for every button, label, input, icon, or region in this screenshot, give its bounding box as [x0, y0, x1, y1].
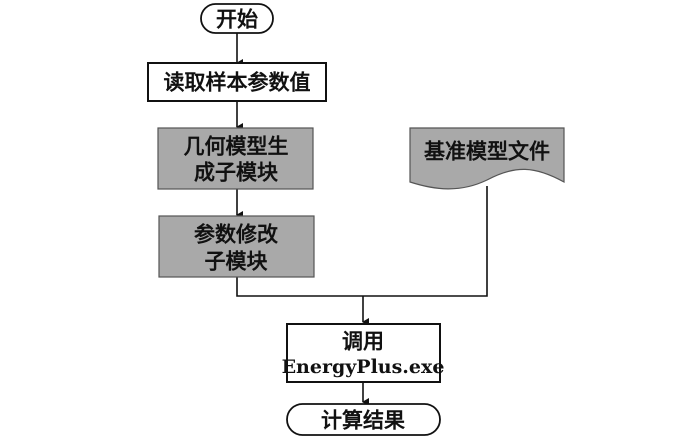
node-read-label: 读取样本参数值 [164, 70, 311, 95]
node-geom-line2: 成子模块 [194, 160, 279, 185]
node-read: 读取样本参数值 [147, 62, 327, 102]
node-geom-line1: 几何模型生 [184, 134, 289, 159]
node-call-line1: 调用 [342, 329, 384, 354]
node-result-label: 计算结果 [321, 408, 405, 433]
node-start-label: 开始 [216, 7, 258, 32]
node-param-line1: 参数修改 [194, 222, 279, 247]
edge-param-merge [236, 186, 488, 297]
node-call-line2: EnergyPlus.exe [282, 356, 445, 378]
edges [236, 33, 488, 406]
node-start: 开始 [200, 3, 274, 34]
node-basefile-label: 基准模型文件 [424, 139, 550, 164]
node-param: 参数修改 子模块 [158, 215, 315, 278]
node-call: 调用 EnergyPlus.exe [282, 323, 445, 383]
node-basefile: 基准模型文件 [409, 127, 565, 190]
node-geom: 几何模型生 成子模块 [157, 127, 314, 190]
node-param-line2: 子模块 [205, 249, 269, 274]
node-result: 计算结果 [286, 403, 441, 436]
